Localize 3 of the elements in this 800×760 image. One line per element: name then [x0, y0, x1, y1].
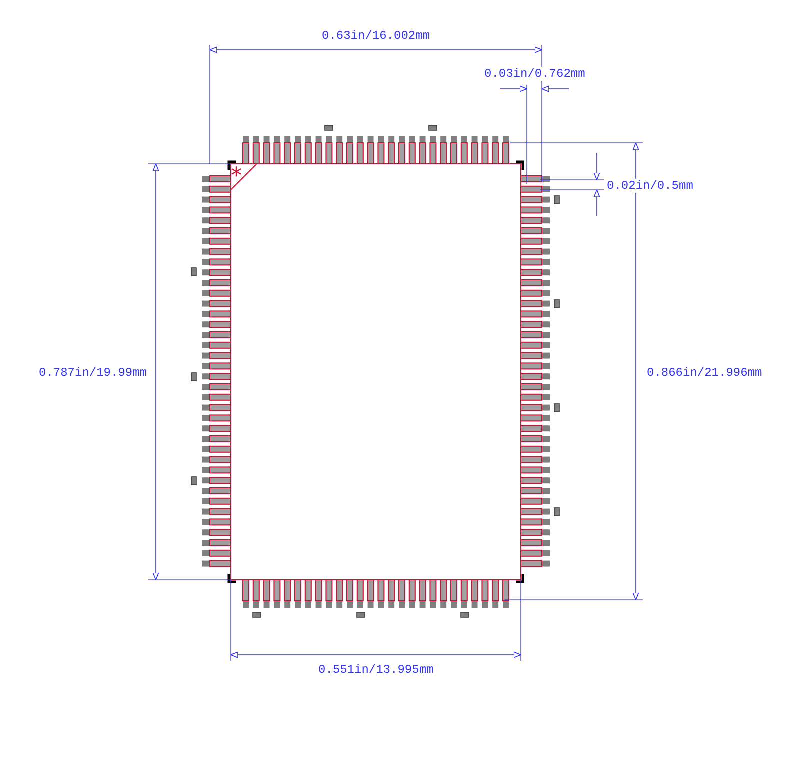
dimension-label: 0.03in/0.762mm	[484, 67, 586, 81]
pin-one-marker: *	[231, 166, 242, 188]
dimension-label: 0.02in/0.5mm	[607, 179, 694, 193]
